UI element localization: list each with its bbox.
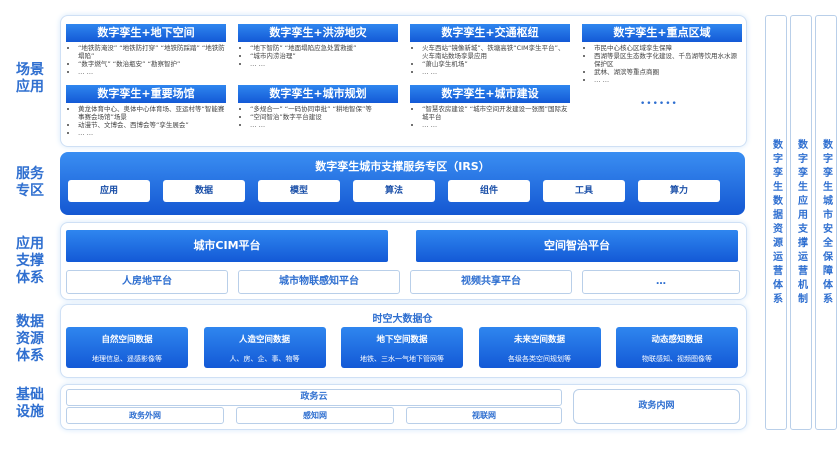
gov-cloud: 政务云 — [66, 389, 562, 406]
scenario-card: 数字孪生+地下空间 “地铁防淹没” “地铁防打穿” “地铁防踩踏” “地铁防塌陷”… — [66, 24, 226, 76]
data-category-desc: 各级各类空间规划等 — [508, 355, 571, 363]
spatial-governance-platform: 空间智治平台 — [416, 230, 738, 262]
scenario-item: 动漫节、文博会、西博会等“孪生展会” — [78, 121, 226, 129]
data-category-desc: 地铁、三水一气地下管网等 — [360, 355, 444, 363]
scenario-item: “空间智治”数字平台建设 — [250, 113, 398, 121]
data-category-title: 未来空间数据 — [513, 335, 565, 345]
column-support-ops: 数字孪生应用支撑运营机制 — [790, 15, 812, 430]
cim-platform: 城市CIM平台 — [66, 230, 388, 262]
scenario-card: 数字孪生+城市规划 “多规合一” “一码协同审批” “耕地智保”等“空间智治”数字… — [238, 85, 398, 129]
data-category-title: 人造空间数据 — [238, 335, 290, 345]
scenario-title: 数字孪生+洪涝地灾 — [238, 24, 398, 42]
data-category-title: 地下空间数据 — [376, 335, 428, 345]
service-item[interactable]: 模型 — [258, 180, 340, 202]
scenario-title: 数字孪生+城市建设 — [410, 85, 570, 103]
data-category: 人造空间数据人、房、企、事、物等 — [203, 327, 326, 368]
scenario-item: “萧山孪生机场” — [422, 60, 570, 68]
data-category: 地下空间数据地铁、三水一气地下管网等 — [341, 327, 463, 368]
more-indicator: •••••• — [640, 99, 678, 109]
data-category: 未来空间数据各级各类空间规划等 — [478, 327, 601, 368]
data-title: 时空大数据仓 — [372, 314, 433, 325]
scenario-title: 数字孪生+城市规划 — [238, 85, 398, 103]
scenario-card: 数字孪生+重要场馆黄龙体育中心、奥体中心体育场、亚运村等“智能赛事赛会场馆”场景… — [66, 85, 226, 137]
scenario-item: … … — [250, 60, 398, 68]
scenario-item: 武林、湖滨等重点商圈 — [594, 68, 742, 76]
scenario-title: 数字孪生+地下空间 — [66, 24, 226, 42]
scenario-item: … … — [422, 121, 570, 129]
scenario-item: 西湖等景区生态数字化建设、千岛湖等饮用水水源保护区 — [594, 52, 742, 68]
data-category-desc: 物联感知、视频图像等 — [642, 355, 712, 363]
scenario-item: … … — [250, 121, 398, 129]
scenario-item: 市民中心核心区域孪生保障 — [594, 44, 742, 52]
scenario-item: “数字燃气” “数治瓶安” “勘察智护” — [78, 60, 226, 68]
service-item[interactable]: 数据 — [163, 180, 245, 202]
sensing-network: 感知网 — [236, 407, 394, 424]
scenario-item: … … — [78, 68, 226, 76]
data-category-desc: 地理信息、遥感影像等 — [92, 355, 162, 363]
service-item[interactable]: 算力 — [638, 180, 720, 202]
scenario-item: “地下智防” “地面塌陷应急处置救援” — [250, 44, 398, 52]
video-network: 视联网 — [406, 407, 562, 424]
service-item[interactable]: 工具 — [543, 180, 625, 202]
service-title: 数字孪生城市支撑服务专区（IRS） — [315, 160, 490, 173]
scenario-title: 数字孪生+重点区域 — [582, 24, 742, 42]
scenario-title: 数字孪生+交通枢纽 — [410, 24, 570, 42]
data-category-title: 动态感知数据 — [651, 335, 703, 345]
column-data-ops: 数字孪生数据资源运营体系 — [765, 15, 787, 430]
data-category: 动态感知数据物联感知、视频图像等 — [616, 327, 738, 368]
support-platform: 城市物联感知平台 — [238, 270, 400, 294]
scenario-item: 黄龙体育中心、奥体中心体育场、亚运村等“智能赛事赛会场馆”场景 — [78, 105, 226, 121]
scenario-card: 数字孪生+城市建设 “智慧农房建设” “城市空间开发建设一张图”国际友城平台… … — [410, 85, 570, 129]
gov-intranet: 政务内网 — [573, 389, 740, 424]
layer-label-infra: 基础 设施 — [16, 387, 44, 420]
scenario-item: “地铁防淹没” “地铁防打穿” “地铁防踩踏” “地铁防塌陷” — [78, 44, 226, 60]
column-security: 数字孪生城市安全保障体系 — [815, 15, 837, 430]
support-platform: 视频共享平台 — [410, 270, 572, 294]
scenario-item: … … — [422, 68, 570, 76]
data-category-desc: 人、房、企、事、物等 — [229, 355, 300, 363]
scenario-item: 火车西站“镜像新城”、铁塘高铁“CIM孪生平台”、火车南站数场孪景应用 — [422, 44, 570, 60]
service-item[interactable]: 组件 — [448, 180, 530, 202]
scenario-card: 数字孪生+重点区域市民中心核心区域孪生保障西湖等景区生态数字化建设、千岛湖等饮用… — [582, 24, 742, 84]
scenario-card: 数字孪生+洪涝地灾 “地下智防” “地面塌陷应急处置救援”“城市内涝治理”… … — [238, 24, 398, 68]
scenario-item: … … — [78, 129, 226, 137]
data-category: 自然空间数据地理信息、遥感影像等 — [66, 327, 188, 368]
data-category-title: 自然空间数据 — [101, 335, 153, 345]
layer-label-data: 数据 资源 体系 — [16, 314, 44, 364]
support-platform: 人房地平台 — [66, 270, 228, 294]
gov-extranet: 政务外网 — [66, 407, 224, 424]
scenario-card: 数字孪生+交通枢纽火车西站“镜像新城”、铁塘高铁“CIM孪生平台”、火车南站数场… — [410, 24, 570, 76]
service-item[interactable]: 应用 — [68, 180, 150, 202]
scenario-item: “城市内涝治理” — [250, 52, 398, 60]
layer-label-support: 应用 支撑 体系 — [16, 236, 44, 286]
scenario-item: “多规合一” “一码协同审批” “耕地智保”等 — [250, 105, 398, 113]
scenario-title: 数字孪生+重要场馆 — [66, 85, 226, 103]
service-item[interactable]: 算法 — [353, 180, 435, 202]
support-platform: … — [582, 270, 740, 294]
layer-label-service: 服务 专区 — [16, 166, 44, 199]
scenario-item: “智慧农房建设” “城市空间开发建设一张图”国际友城平台 — [422, 105, 570, 121]
layer-label-scene: 场景 应用 — [16, 62, 44, 95]
scenario-item: … … — [594, 76, 742, 84]
